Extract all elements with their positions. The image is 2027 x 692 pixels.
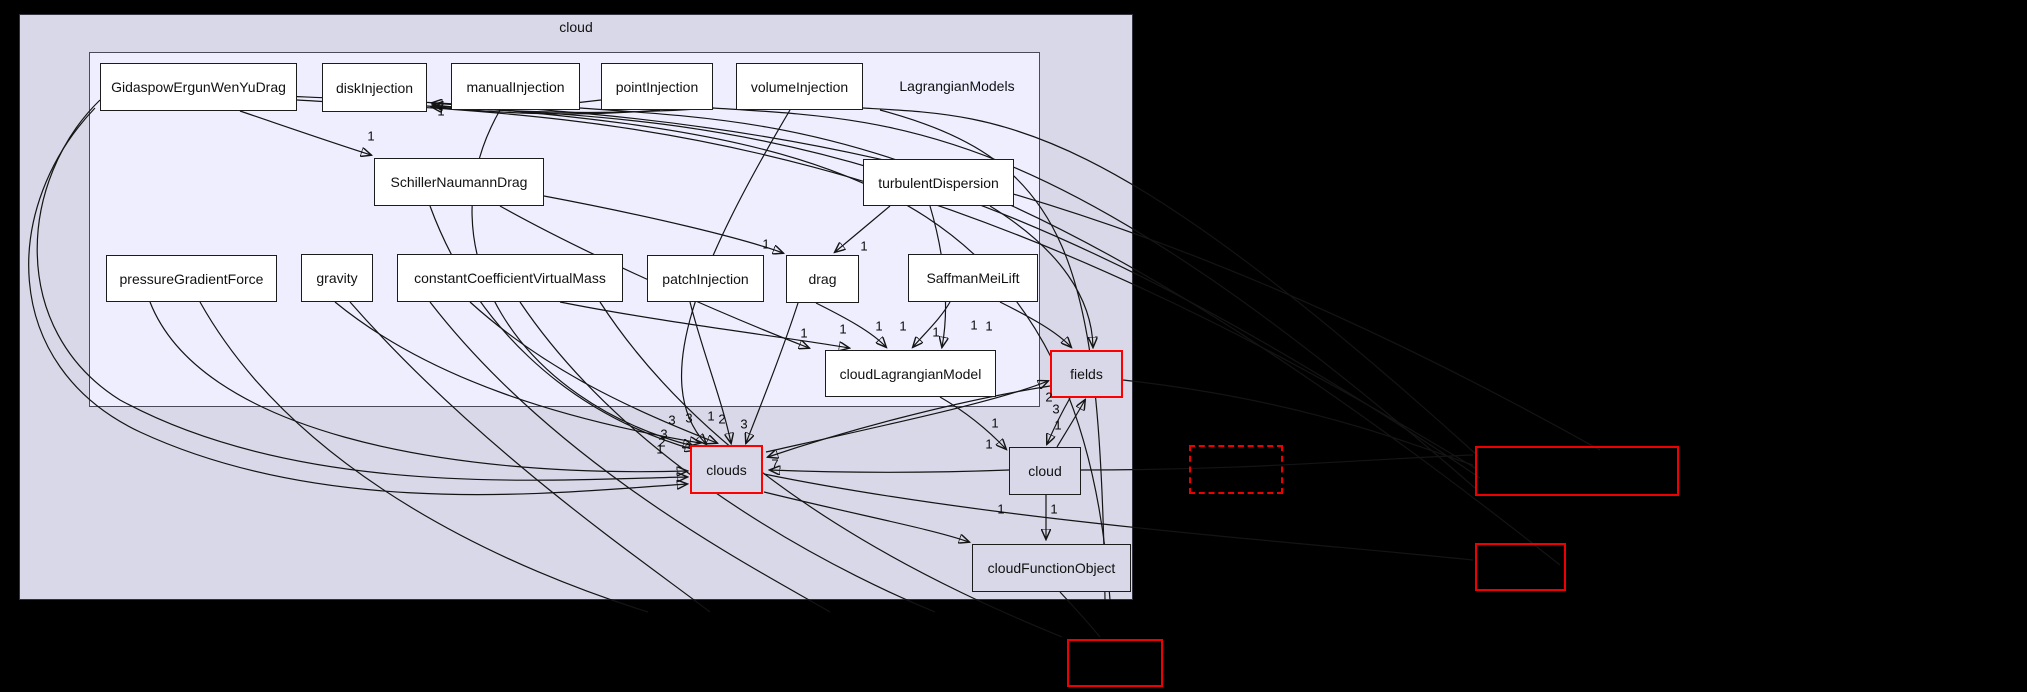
- edge-count-label: 3: [740, 416, 748, 432]
- edge-count-label: 1: [997, 501, 1005, 517]
- edge-count-label: 1: [991, 415, 999, 431]
- edge-count-label: 1: [860, 238, 868, 254]
- edge-count-label: 1: [970, 317, 978, 333]
- edge-count-label: 1: [839, 321, 847, 337]
- cluster-label-cloud[interactable]: cloud: [559, 19, 593, 35]
- edge-count-label: 7: [771, 456, 779, 472]
- edge-count-label: 1: [367, 128, 375, 144]
- node-patch-injection[interactable]: patchInjection: [647, 255, 764, 302]
- edge-count-label: 1: [762, 236, 770, 252]
- edge-count-label: 3: [1052, 401, 1060, 417]
- node-disk-injection[interactable]: diskInjection: [322, 63, 427, 112]
- edge-count-label: 3: [668, 412, 676, 428]
- edge-count-label: 2: [718, 411, 726, 427]
- edge-count-label: 1: [985, 318, 993, 334]
- edge-count-label: 1: [800, 325, 808, 341]
- edge-count-label: 1: [985, 436, 993, 452]
- edge-count-label: 1: [656, 441, 664, 457]
- external-node-small[interactable]: [1475, 543, 1566, 591]
- node-clouds[interactable]: clouds: [690, 445, 763, 494]
- node-gravity[interactable]: gravity: [301, 254, 373, 302]
- edge-count-label: 1: [707, 408, 715, 424]
- node-cloud[interactable]: cloud: [1009, 447, 1081, 495]
- edge-count-label: 1: [437, 103, 445, 119]
- node-cloud-lagrangian-model[interactable]: cloudLagrangianModel: [825, 350, 996, 397]
- edge-count-label: 1: [1050, 501, 1058, 517]
- edge-count-label: 3: [685, 410, 693, 426]
- node-point-injection[interactable]: pointInjection: [601, 63, 713, 110]
- node-turbulent-dispersion[interactable]: turbulentDispersion: [863, 159, 1014, 206]
- node-saffman-mei-lift[interactable]: SaffmanMeiLift: [908, 254, 1038, 302]
- node-drag[interactable]: drag: [786, 255, 859, 303]
- external-node-dashed[interactable]: [1189, 445, 1283, 494]
- edge-count-label: 1: [899, 318, 907, 334]
- external-node-bottom[interactable]: [1067, 639, 1163, 687]
- node-fields[interactable]: fields: [1050, 350, 1123, 398]
- node-gidaspow-ergun-wen-yu-drag[interactable]: GidaspowErgunWenYuDrag: [100, 63, 297, 111]
- node-pressure-gradient-force[interactable]: pressureGradientForce: [106, 255, 277, 302]
- node-constant-coefficient-virtual-mass[interactable]: constantCoefficientVirtualMass: [397, 254, 623, 302]
- node-manual-injection[interactable]: manualInjection: [451, 63, 580, 110]
- node-cloud-function-object[interactable]: cloudFunctionObject: [972, 544, 1131, 592]
- node-volume-injection[interactable]: volumeInjection: [736, 63, 863, 110]
- edge-count-label: 1: [875, 318, 883, 334]
- edge-count-label: 1: [932, 324, 940, 340]
- external-node-wide[interactable]: [1475, 446, 1679, 496]
- node-schiller-naumann-drag[interactable]: SchillerNaumannDrag: [374, 158, 544, 206]
- edge-count-label: 1: [1054, 417, 1062, 433]
- cluster-label-lagrangian-models[interactable]: LagrangianModels: [899, 78, 1015, 94]
